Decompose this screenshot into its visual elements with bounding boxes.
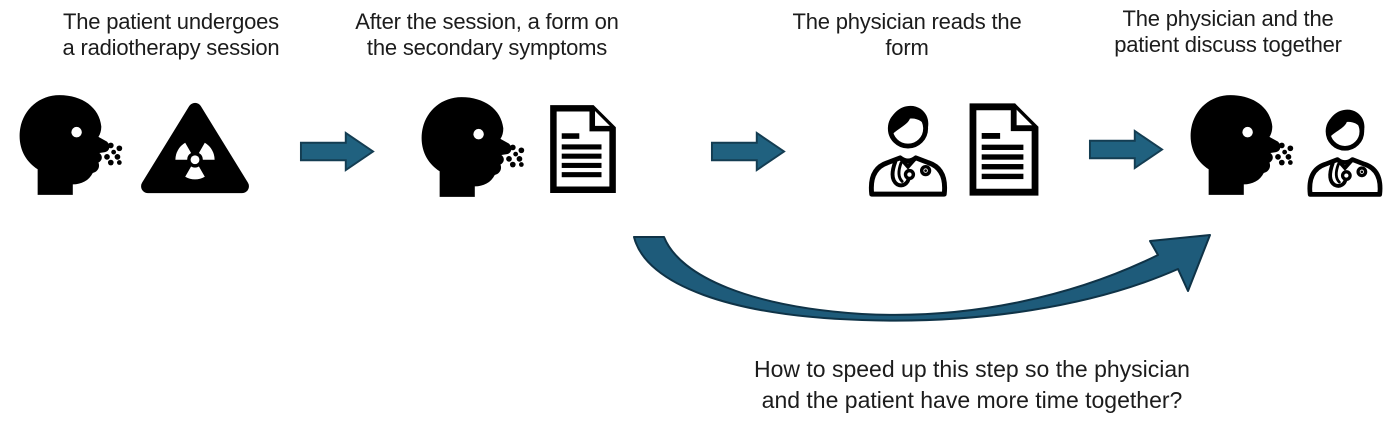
flow-arrow-icon	[1088, 128, 1164, 171]
annotation-question: How to speed up this step so the physici…	[652, 354, 1292, 416]
step-2-label-line1: After the session, a form on	[355, 9, 619, 34]
step-1-label-line1: The patient undergoes	[63, 9, 279, 34]
form-document-icon	[546, 102, 620, 196]
patient-coughing-icon	[12, 92, 126, 197]
step-4-label-line2: patient discuss together	[1114, 32, 1342, 57]
flow-arrow-icon	[299, 130, 375, 173]
step-2-label: After the session, a form on the seconda…	[322, 9, 652, 61]
patient-coughing-icon	[414, 94, 528, 199]
form-document-icon	[964, 101, 1044, 198]
step-1-label-line2: a radiotherapy session	[62, 35, 280, 60]
step-4-label-line1: The physician and the	[1122, 6, 1334, 31]
step-4-label: The physician and the patient discuss to…	[1060, 6, 1396, 58]
flow-arrow-icon	[710, 130, 786, 173]
step-2-label-line2: the secondary symptoms	[366, 35, 608, 60]
step-1-label: The patient undergoes a radiotherapy ses…	[8, 9, 334, 61]
annotation-line1: How to speed up this step so the physici…	[754, 356, 1190, 382]
curved-swoosh-arrow-icon	[633, 234, 1211, 322]
step-3-label: The physician reads the form	[742, 9, 1072, 61]
annotation-line2: and the patient have more time together?	[761, 387, 1183, 413]
step-3-label-line2: form	[885, 35, 929, 60]
radiation-warning-icon	[136, 98, 254, 198]
physician-icon	[1297, 106, 1391, 200]
patient-coughing-icon	[1183, 92, 1297, 197]
physician-icon	[858, 102, 956, 200]
step-3-label-line1: The physician reads the	[792, 9, 1022, 34]
